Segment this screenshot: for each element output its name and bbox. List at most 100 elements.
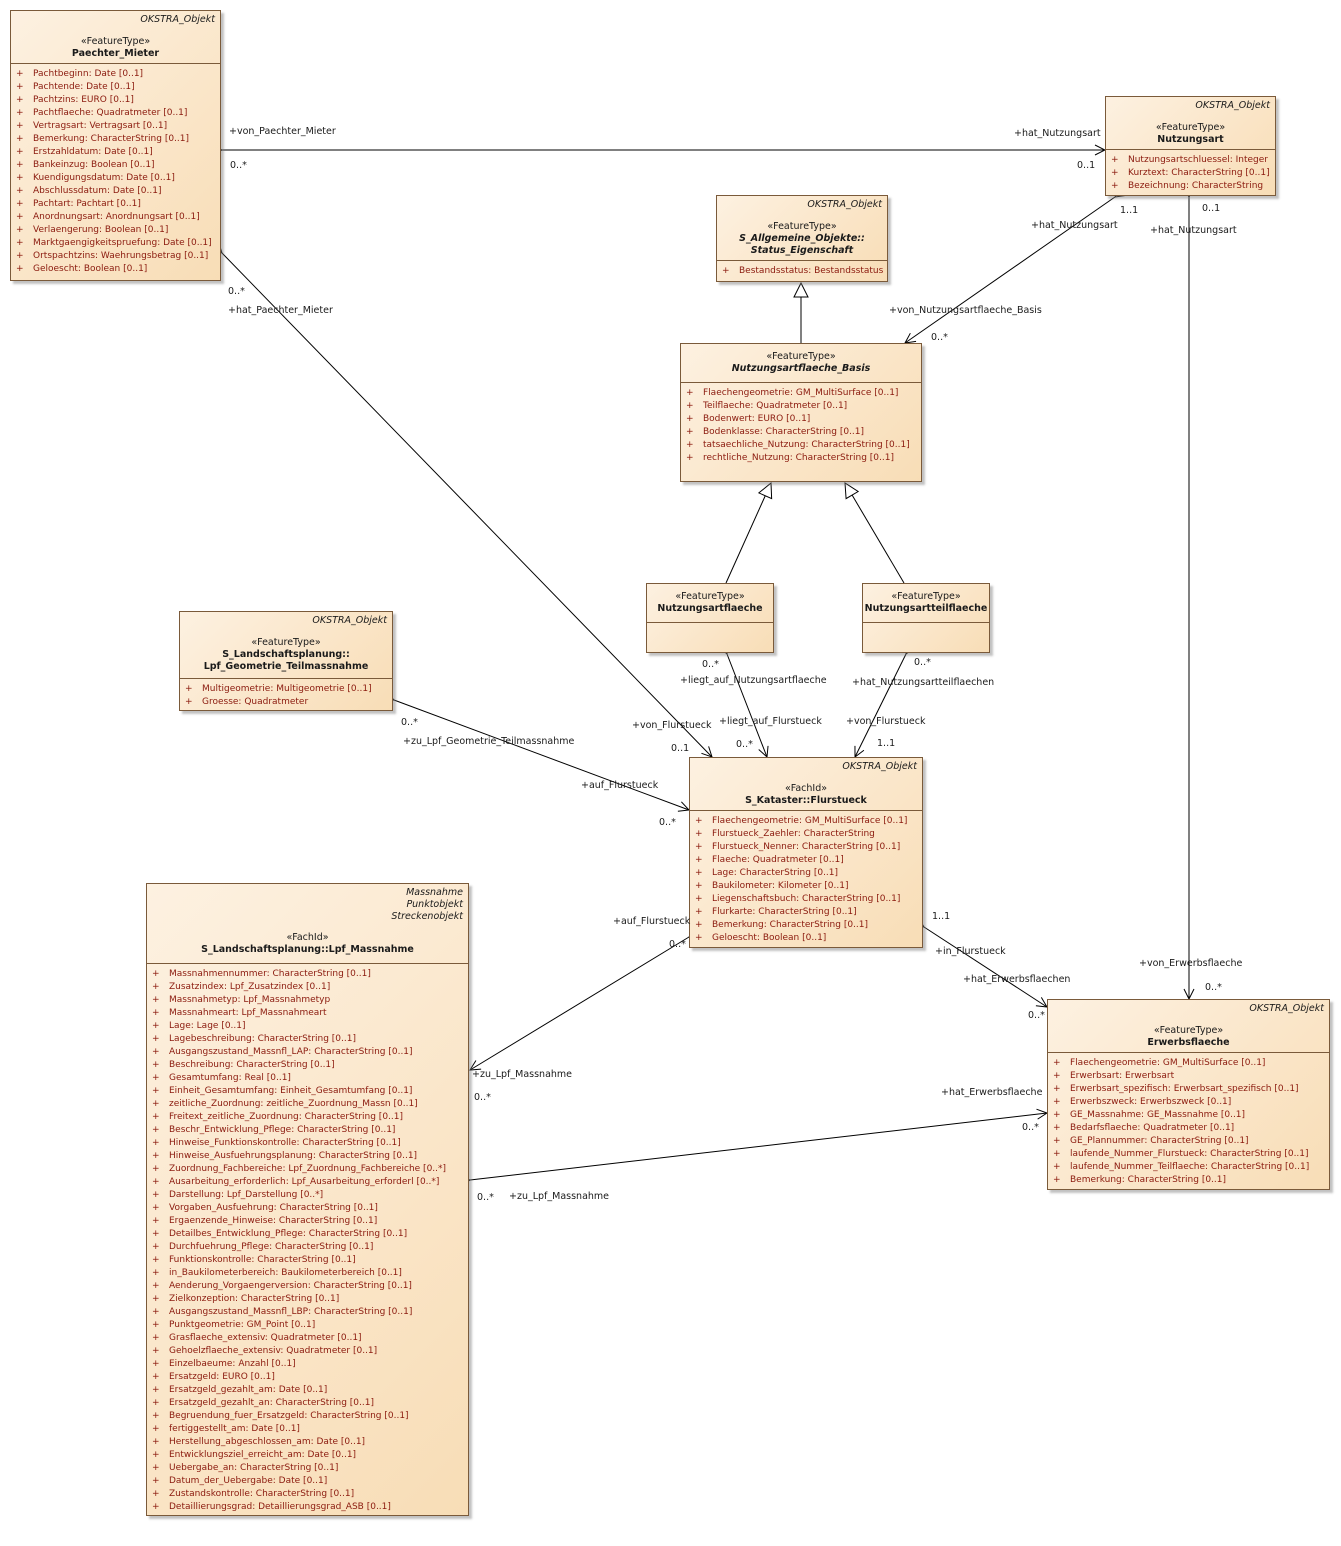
attribute-text: Vorgaben_Ausfuehrung: CharacterString [0… [169,1203,378,1213]
visibility-marker: + [686,440,694,450]
visibility-marker: + [695,829,703,839]
attribute-row: +Teilflaeche: Quadratmeter [0..1] [681,400,921,413]
attribute-row: +Massnahmeart: Lpf_Massnahmeart [147,1007,468,1020]
class-header: OKSTRA_Objekt «FeatureType» S_Landschaft… [180,612,392,679]
visibility-marker: + [16,186,24,196]
visibility-marker: + [152,1216,160,1226]
attribute-text: Grasflaeche_extensiv: Quadratmeter [0..1… [169,1333,362,1343]
attribute-text: Massnahmennummer: CharacterString [0..1] [169,969,371,979]
role-label: +zu_Lpf_Massnahme [509,1191,610,1202]
attribute-text: Lage: CharacterString [0..1] [712,868,839,878]
attribute-text: Bodenklasse: CharacterString [0..1] [703,427,865,437]
multiplicity-label: 0..* [1205,982,1222,993]
multiplicity-label: 0..* [474,1092,491,1103]
tagged-value: OKSTRA_Objekt [1195,100,1270,111]
attribute-row: +Kuendigungsdatum: Date [0..1] [11,172,220,185]
class-paechter-mieter[interactable]: OKSTRA_Objekt «FeatureType» Paechter_Mie… [10,10,221,281]
attribute-row: +Ersatzgeld_gezahlt_am: Date [0..1] [147,1384,468,1397]
attribute-row: +Flaechengeometrie: GM_MultiSurface [0..… [690,815,922,828]
stereotype-label: «FeatureType» [767,221,837,232]
visibility-marker: + [1053,1097,1061,1107]
attribute-row: +Ortspachtzins: Waehrungsbetrag [0..1] [11,250,220,263]
class-header: OKSTRA_Objekt «FachId» S_Kataster::Flurs… [690,758,922,811]
attribute-row: +Ausarbeitung_erforderlich: Lpf_Ausarbei… [147,1176,468,1189]
attribute-row: +Aenderung_Vorgaengerversion: CharacterS… [147,1280,468,1293]
class-flurstueck[interactable]: OKSTRA_Objekt «FachId» S_Kataster::Flurs… [689,757,923,948]
tagged-value-3: Streckenobjekt [391,911,463,922]
attribute-text: Teilflaeche: Quadratmeter [0..1] [703,401,848,411]
class-nutzungsartteilflaeche[interactable]: «FeatureType» Nutzungsartteilflaeche [862,583,990,653]
attribute-row: +laufende_Nummer_Flurstueck: CharacterSt… [1048,1148,1329,1161]
class-nutzungsartflaeche-basis[interactable]: «FeatureType» Nutzungsartflaeche_Basis +… [680,343,922,482]
visibility-marker: + [16,225,24,235]
attribute-text: Detailbes_Entwicklung_Pflege: CharacterS… [169,1229,408,1239]
tagged-value: OKSTRA_Objekt [1249,1003,1324,1014]
class-status-eigenschaft[interactable]: OKSTRA_Objekt «FeatureType» S_Allgemeine… [716,195,888,282]
attribute-row: +Darstellung: Lpf_Darstellung [0..*] [147,1189,468,1202]
attribute-text: Pachtart: Pachtart [0..1] [33,199,141,209]
attribute-text: Baukilometer: Kilometer [0..1] [712,881,849,891]
attribute-text: zeitliche_Zuordnung: zeitliche_Zuordnung… [169,1099,418,1109]
attribute-row: +Lage: CharacterString [0..1] [690,867,922,880]
visibility-marker: + [1053,1175,1061,1185]
visibility-marker: + [152,1073,160,1083]
visibility-marker: + [152,1151,160,1161]
attribute-text: Groesse: Quadratmeter [202,697,309,707]
attribute-row: +Erwerbszweck: Erwerbszweck [0..1] [1048,1096,1329,1109]
role-label: +von_Flurstueck [846,716,926,727]
role-label: +zu_Lpf_Massnahme [472,1069,573,1080]
multiplicity-label: 0..* [736,739,753,750]
attribute-text: Erwerbsart_spezifisch: Erwerbsart_spezif… [1070,1084,1299,1094]
attribute-row: +Detailbes_Entwicklung_Pflege: Character… [147,1228,468,1241]
stereotype-label: «FeatureType» [251,637,321,648]
tagged-value-2: Punktobjekt [406,899,463,910]
visibility-marker: + [152,1268,160,1278]
attribute-text: Darstellung: Lpf_Darstellung [0..*] [169,1190,324,1200]
attribute-text: Ersatzgeld_gezahlt_an: CharacterString [… [169,1398,374,1408]
class-name-line-1: S_Allgemeine_Objekte:: [739,233,865,244]
visibility-marker: + [152,1320,160,1330]
attribute-text: Ersatzgeld: EURO [0..1] [169,1372,275,1382]
role-label: +hat_Erwerbsflaechen [963,974,1071,985]
attribute-text: Pachtbeginn: Date [0..1] [33,69,144,79]
attribute-row: +Pachtart: Pachtart [0..1] [11,198,220,211]
visibility-marker: + [1053,1110,1061,1120]
attribute-row: +Einzelbaeume: Anzahl [0..1] [147,1358,468,1371]
stereotype-label: «FeatureType» [1155,122,1226,133]
visibility-marker: + [152,1203,160,1213]
attribute-row: +Ersatzgeld: EURO [0..1] [147,1371,468,1384]
visibility-marker: + [1111,155,1119,165]
attribute-row: +Entwicklungsziel_erreicht_am: Date [0..… [147,1449,468,1462]
visibility-marker: + [152,1112,160,1122]
attribute-row: +Freitext_zeitliche_Zuordnung: Character… [147,1111,468,1124]
attribute-text: Beschr_Entwicklung_Pflege: CharacterStri… [169,1125,396,1135]
attribute-row: +Flaeche: Quadratmeter [0..1] [690,854,922,867]
visibility-marker: + [16,238,24,248]
visibility-marker: + [152,1021,160,1031]
visibility-marker: + [695,816,703,826]
visibility-marker: + [695,933,703,943]
multiplicity-label: 0..* [228,286,245,297]
attribute-row: +Bedarfsflaeche: Quadratmeter [0..1] [1048,1122,1329,1135]
visibility-marker: + [16,121,24,131]
multiplicity-label: 1..1 [877,738,896,749]
class-nutzungsart[interactable]: OKSTRA_Objekt «FeatureType» Nutzungsart … [1105,96,1276,196]
attribute-row: +Gehoelzflaeche_extensiv: Quadratmeter [… [147,1345,468,1358]
visibility-marker: + [695,842,703,852]
attribute-row: +Ergaenzende_Hinweise: CharacterString [… [147,1215,468,1228]
class-lpf-geometrie-teilmassnahme[interactable]: OKSTRA_Objekt «FeatureType» S_Landschaft… [179,611,393,711]
edge-nutzungsartflaeche-flurstueck [727,654,767,757]
class-nutzungsartflaeche[interactable]: «FeatureType» Nutzungsartflaeche [646,583,774,653]
stereotype-label: «FachId» [286,932,329,943]
attribute-text: Verlaengerung: Boolean [0..1] [33,225,169,235]
attribute-row: +Flurkarte: CharacterString [0..1] [690,906,922,919]
visibility-marker: + [16,251,24,261]
multiplicity-label: 0..* [669,939,686,950]
attribute-row: +Bodenwert: EURO [0..1] [681,413,921,426]
attribute-row: +Bodenklasse: CharacterString [0..1] [681,426,921,439]
attribute-row: +Abschlussdatum: Date [0..1] [11,185,220,198]
attribute-text: tatsaechliche_Nutzung: CharacterString [… [703,440,910,450]
class-lpf-massnahme[interactable]: Massnahme Punktobjekt Streckenobjekt «Fa… [146,883,469,1516]
attribute-text: Hinweise_Funktionskontrolle: CharacterSt… [169,1138,401,1148]
class-erwerbsflaeche[interactable]: OKSTRA_Objekt «FeatureType» Erwerbsflaec… [1047,999,1330,1190]
